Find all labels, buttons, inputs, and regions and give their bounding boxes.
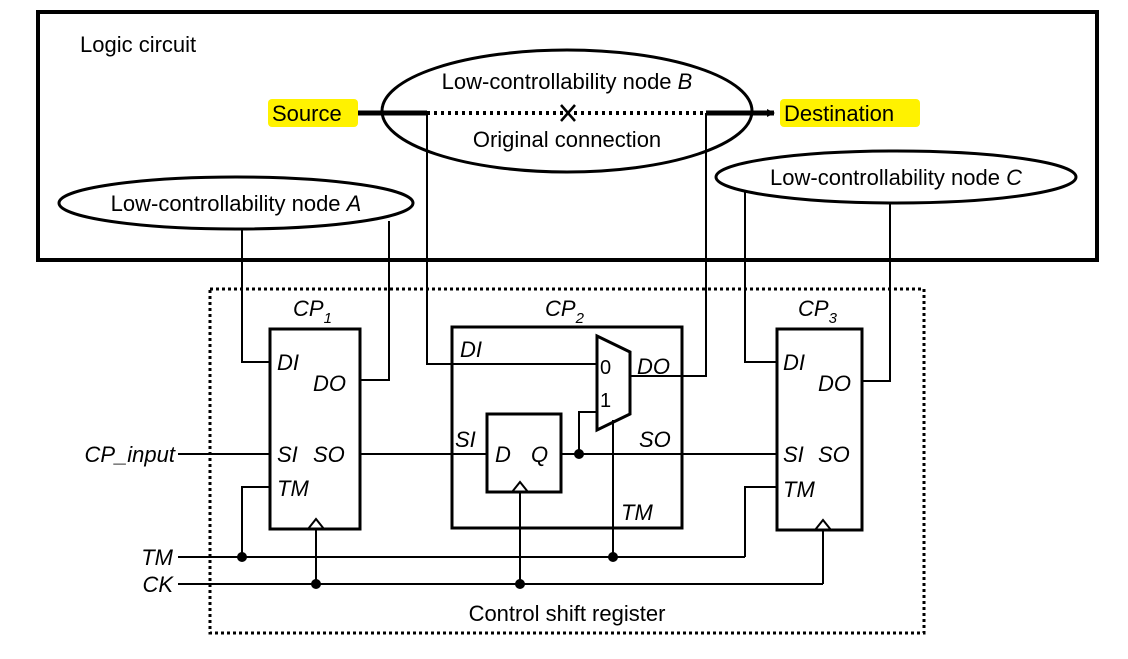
cut-mark-icon (560, 104, 576, 122)
node-a-ellipse (57, 175, 415, 231)
shift-register-box (208, 287, 926, 635)
cp1-si-pin: SI (277, 442, 298, 467)
tm-signal-label: TM (141, 545, 173, 570)
cp1-di-pin: DI (277, 350, 299, 375)
cp2-do-pin: DO (637, 354, 670, 379)
multiplexer-icon (595, 333, 632, 433)
mux-input-0: 0 (600, 357, 611, 379)
original-connection-label: Original connection (473, 127, 661, 152)
wire-tm-to-cp1 (241, 486, 270, 557)
cp1-label: CP1 (293, 296, 332, 327)
cp2-di-pin: DI (460, 337, 482, 362)
shift-register-title: Control shift register (469, 601, 666, 626)
cp1-tm-pin: TM (277, 476, 309, 501)
ck-signal-label: CK (142, 572, 174, 597)
junction-dot (237, 552, 247, 562)
wire-cp1-do-to-node-a (360, 221, 390, 381)
cp2-si-pin: SI (455, 427, 476, 452)
cp1-do-pin: DO (313, 371, 346, 396)
junction-dot (515, 579, 525, 589)
junction-dots (237, 449, 618, 589)
cp2-so-pin: SO (639, 427, 671, 452)
cp3-so-pin: SO (818, 442, 850, 467)
d-flipflop-block (485, 412, 563, 494)
dff-d-pin: D (495, 442, 511, 467)
junction-dot (311, 579, 321, 589)
cp3-tm-pin: TM (783, 477, 815, 502)
cp2-label: CP2 (545, 296, 585, 327)
junction-dot (574, 449, 584, 459)
source-label: Source (272, 101, 342, 126)
wire-mux-to-destination (630, 113, 707, 377)
wire-cp3-do-to-node-c (862, 203, 891, 382)
cp3-clock-icon (814, 518, 832, 531)
destination-highlight (780, 99, 920, 127)
node-c-label: Low-controllability node C (770, 165, 1022, 190)
cp3-do-pin: DO (818, 371, 851, 396)
cp3-di-pin: DI (783, 350, 805, 375)
cp3-block (775, 327, 864, 532)
wire-node-a-to-cp1-di (241, 229, 270, 363)
node-c-ellipse (714, 149, 1078, 205)
destination-label: Destination (784, 101, 894, 126)
wire-node-c-to-cp3-di (744, 191, 777, 363)
cp3-label: CP3 (798, 296, 838, 327)
junction-dot (608, 552, 618, 562)
dff-q-pin: Q (531, 442, 548, 467)
wire-tm-to-cp3 (744, 486, 777, 557)
dff-clock-icon (511, 480, 529, 493)
node-b-label: Low-controllability node B (442, 69, 693, 94)
cp2-tm-pin: TM (621, 500, 653, 525)
cp1-clock-icon (307, 517, 325, 530)
wires (178, 113, 891, 585)
wire-q-to-mux-1 (561, 411, 597, 455)
logic-circuit-title: Logic circuit (80, 32, 196, 57)
node-a-label: Low-controllability node A (111, 191, 362, 216)
logic-circuit-box (36, 10, 1099, 262)
cp1-so-pin: SO (313, 442, 345, 467)
mux-input-1: 1 (600, 390, 611, 412)
cp-input-label: CP_input (84, 442, 175, 467)
cp3-si-pin: SI (783, 442, 804, 467)
wire-source-to-cp2-di (426, 113, 597, 365)
cp1-block (268, 327, 362, 531)
source-highlight (268, 99, 358, 127)
